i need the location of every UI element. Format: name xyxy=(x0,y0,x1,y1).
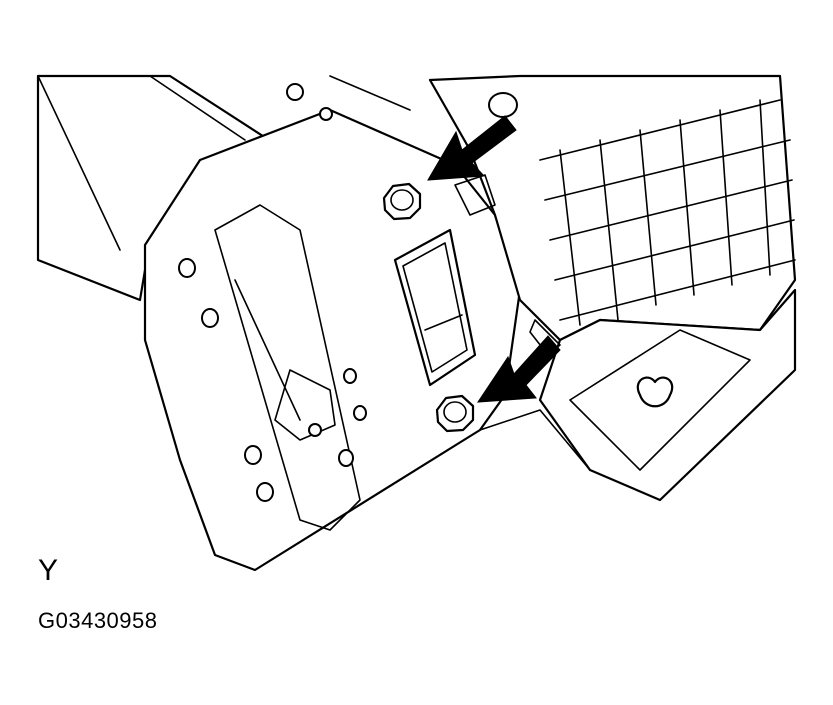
lower-bolt xyxy=(435,394,475,433)
plate-holes xyxy=(178,83,524,502)
figure-code: G03430958 xyxy=(38,608,158,633)
view-label: Y xyxy=(38,554,59,587)
mounting-plate xyxy=(143,108,522,572)
upper-bolt xyxy=(382,182,422,221)
arrow-icon xyxy=(477,335,561,403)
control-module-window xyxy=(393,228,477,387)
arrow-icon xyxy=(427,115,517,181)
